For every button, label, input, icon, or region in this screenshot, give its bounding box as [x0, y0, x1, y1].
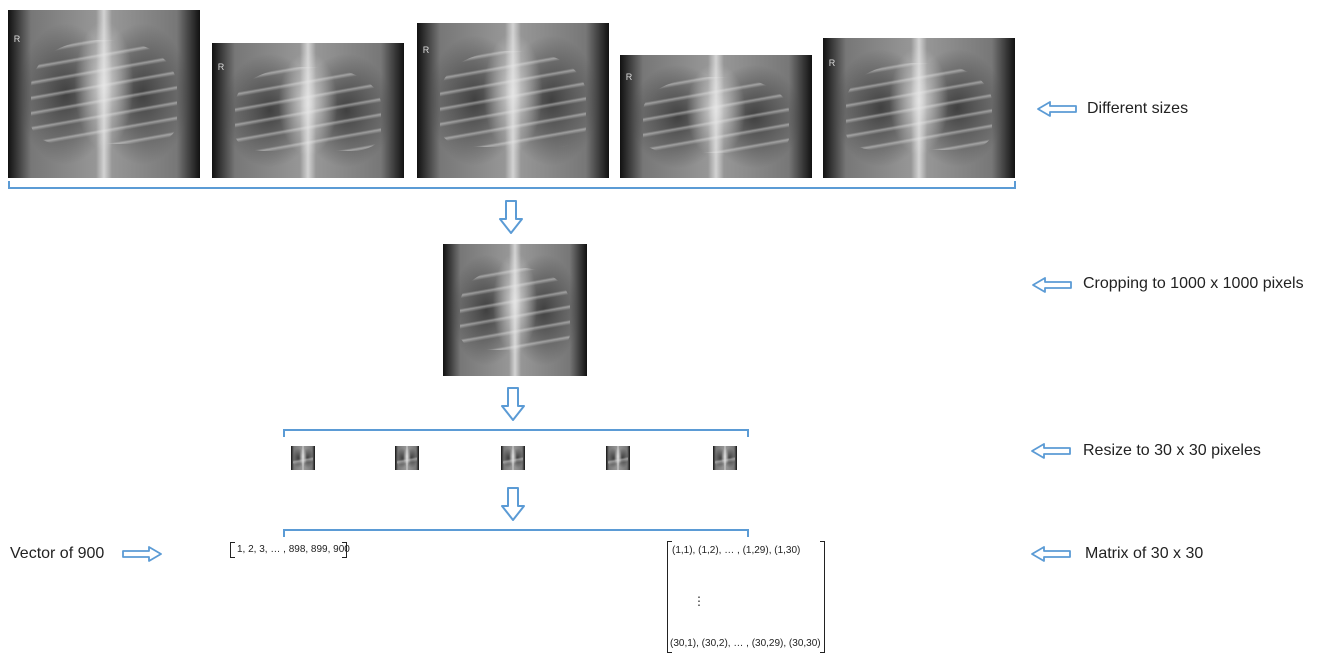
bottom-bracket-line [283, 529, 749, 531]
xray-image-1: R [8, 10, 200, 178]
left-arrow-icon [1030, 545, 1072, 563]
xray-marker: R [423, 45, 430, 55]
label-different-sizes: Different sizes [1087, 100, 1188, 118]
left-arrow-icon [1030, 442, 1072, 460]
left-arrow-icon [1031, 276, 1073, 294]
middle-bracket-line [283, 429, 749, 431]
xray-marker: R [829, 58, 836, 68]
thumbnail-image-2 [395, 446, 419, 470]
xray-image-5: R [823, 38, 1015, 178]
middle-bracket-left-tick [283, 429, 285, 437]
xray-image-2: R [212, 43, 404, 178]
cropped-xray-image [443, 244, 587, 376]
thumbnail-image-3 [501, 446, 525, 470]
top-bracket-right-tick [1014, 181, 1016, 189]
xray-image-4: R [620, 55, 812, 178]
bottom-bracket-right-tick [747, 529, 749, 537]
vector-content: 1, 2, 3, … , 898, 899, 900 [237, 544, 350, 555]
xray-image-3: R [417, 23, 609, 178]
thumbnail-image-4 [606, 446, 630, 470]
matrix-row-last: (30,1), (30,2), … , (30,29), (30,30) [670, 638, 821, 649]
thumbnail-image-1 [291, 446, 315, 470]
label-resize: Resize to 30 x 30 pixeles [1083, 442, 1261, 460]
label-cropping: Cropping to 1000 x 1000 pixels [1083, 275, 1304, 293]
vector-bracket-right [342, 542, 347, 558]
xray-marker: R [626, 72, 633, 82]
right-arrow-icon [121, 545, 163, 563]
label-vector: Vector of 900 [10, 545, 104, 563]
top-bracket-left-tick [8, 181, 10, 189]
xray-marker: R [14, 34, 21, 44]
thumbnail-image-5 [713, 446, 737, 470]
left-arrow-icon [1036, 100, 1078, 118]
down-arrow-icon [498, 199, 524, 235]
label-matrix: Matrix of 30 x 30 [1085, 545, 1203, 563]
matrix-row-dots: ⋮ [693, 594, 705, 608]
xray-marker: R [218, 62, 225, 72]
matrix-bracket-left [667, 541, 672, 653]
matrix-row-first: (1,1), (1,2), … , (1,29), (1,30) [672, 545, 800, 556]
middle-bracket-right-tick [747, 429, 749, 437]
vector-bracket-left [230, 542, 235, 558]
down-arrow-icon [500, 386, 526, 422]
top-bracket-line [8, 187, 1016, 189]
down-arrow-icon [500, 486, 526, 522]
bottom-bracket-left-tick [283, 529, 285, 537]
matrix-bracket-right [820, 541, 825, 653]
